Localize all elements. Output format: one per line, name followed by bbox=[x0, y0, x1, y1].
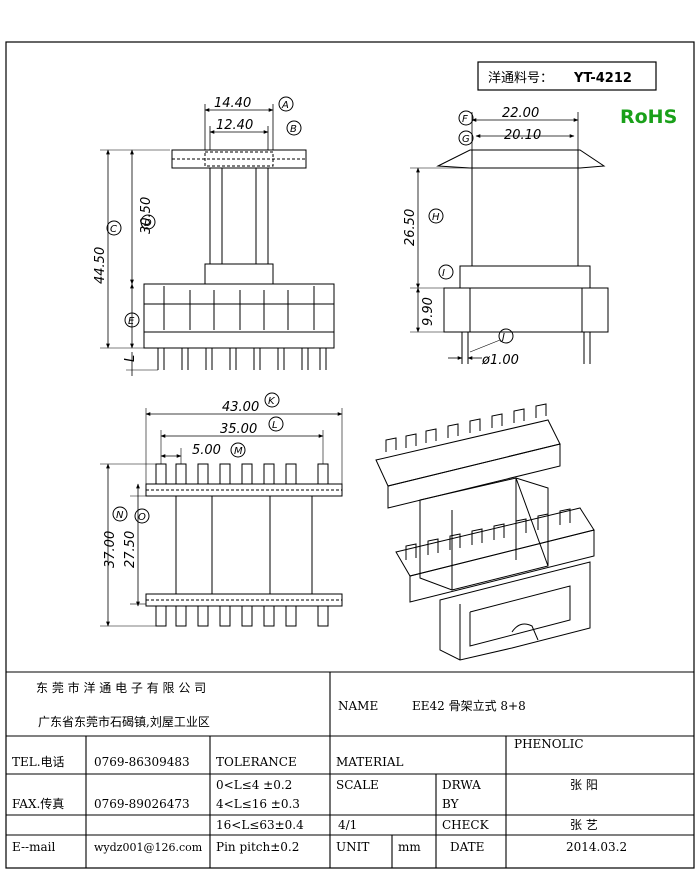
dim-9-90: 9.90 bbox=[421, 297, 436, 326]
date-label: DATE bbox=[450, 840, 484, 854]
tolerance-line-4: Pin pitch±0.2 bbox=[216, 840, 299, 854]
isometric-view bbox=[375, 403, 595, 661]
title-block-text: 东 莞 市 洋 通 电 子 有 限 公 司 广东省东莞市石碣镇,刘屋工业区 NA… bbox=[12, 680, 627, 854]
company-name: 东 莞 市 洋 通 电 子 有 限 公 司 bbox=[36, 680, 206, 695]
tel-label: TEL.电话 bbox=[12, 755, 65, 769]
name-label: NAME bbox=[338, 699, 378, 713]
dim-5-00: 5.00 bbox=[192, 443, 221, 458]
check-value: 张 艺 bbox=[570, 818, 598, 832]
side-view-labels: F 22.00 G 20.10 26.50 H I 9.90 J ø1.00 bbox=[403, 106, 541, 368]
tag-n: N bbox=[116, 510, 124, 521]
side-view bbox=[410, 112, 609, 364]
dim-35-00: 35.00 bbox=[220, 422, 257, 437]
tel-value: 0769-86309483 bbox=[94, 755, 190, 769]
tolerance-label: TOLERANCE bbox=[216, 755, 297, 769]
tag-a: A bbox=[281, 100, 289, 111]
rohs-mark: RoHS bbox=[620, 106, 677, 128]
tolerance-line-2: 4<L≤16 ±0.3 bbox=[216, 797, 300, 811]
tag-h: H bbox=[432, 212, 440, 223]
tag-l: L bbox=[272, 420, 278, 431]
part-number-value: YT-4212 bbox=[573, 71, 632, 86]
name-value: EE42 骨架立式 8+8 bbox=[412, 698, 526, 713]
tag-m: M bbox=[234, 446, 243, 457]
tag-i: I bbox=[442, 268, 445, 279]
drwa-label: DRWA bbox=[442, 778, 481, 792]
part-number-box: 洋通料号： YT-4212 bbox=[477, 61, 657, 91]
date-value: 2014.03.2 bbox=[566, 840, 627, 854]
scale-value: 4/1 bbox=[338, 818, 357, 832]
dim-37-00: 37.00 bbox=[103, 531, 118, 568]
fax-label: FAX.传真 bbox=[12, 796, 64, 811]
tag-c: C bbox=[110, 224, 117, 235]
dim-14-40: 14.40 bbox=[214, 96, 251, 111]
tag-b: B bbox=[290, 124, 297, 135]
fax-value: 0769-89026473 bbox=[94, 797, 190, 811]
drwa-by-label: BY bbox=[442, 797, 460, 811]
dim-dia-1-00: ø1.00 bbox=[481, 353, 519, 368]
scale-label: SCALE bbox=[336, 778, 379, 792]
dim-20-10: 20.10 bbox=[504, 128, 541, 143]
tag-f: F bbox=[462, 114, 468, 125]
unit-label: UNIT bbox=[336, 840, 369, 854]
drwa-value: 张 阳 bbox=[570, 778, 598, 792]
material-value: PHENOLIC bbox=[514, 737, 584, 751]
dim-27-50: 27.50 bbox=[123, 531, 138, 568]
tag-k: K bbox=[268, 396, 276, 407]
top-view-labels: 43.00 K 35.00 L 5.00 M 37.00 27.50 N O bbox=[103, 392, 284, 568]
company-address: 广东省东莞市石碣镇,刘屋工业区 bbox=[38, 714, 210, 729]
tag-g: G bbox=[462, 134, 470, 145]
dim-44-50: 44.50 bbox=[93, 247, 108, 284]
front-view-labels: 14.40 A 12.40 B 44.50 30.50 C D E L bbox=[93, 96, 302, 362]
tag-j: J bbox=[500, 332, 505, 343]
front-view bbox=[100, 104, 335, 376]
tolerance-line-3: 16<L≤63±0.4 bbox=[216, 818, 304, 832]
dim-l: L bbox=[123, 355, 138, 362]
tolerance-line-1: 0<L≤4 ±0.2 bbox=[216, 778, 292, 792]
sheet-border bbox=[5, 41, 695, 869]
dim-26-50: 26.50 bbox=[403, 209, 418, 246]
unit-value: mm bbox=[398, 840, 421, 854]
material-label: MATERIAL bbox=[336, 755, 404, 769]
tag-o: O bbox=[138, 512, 146, 523]
top-view bbox=[100, 408, 343, 627]
check-label: CHECK bbox=[442, 818, 490, 832]
tag-d: D bbox=[144, 218, 152, 229]
tag-e: E bbox=[128, 316, 135, 327]
dim-22-00: 22.00 bbox=[502, 106, 539, 121]
dim-12-40: 12.40 bbox=[216, 118, 253, 133]
email-label: E--mail bbox=[12, 840, 55, 854]
title-block bbox=[6, 671, 694, 868]
dim-43-00: 43.00 bbox=[222, 400, 259, 415]
email-value: wydz001@126.com bbox=[94, 841, 203, 854]
part-number-label: 洋通料号： bbox=[488, 71, 553, 86]
